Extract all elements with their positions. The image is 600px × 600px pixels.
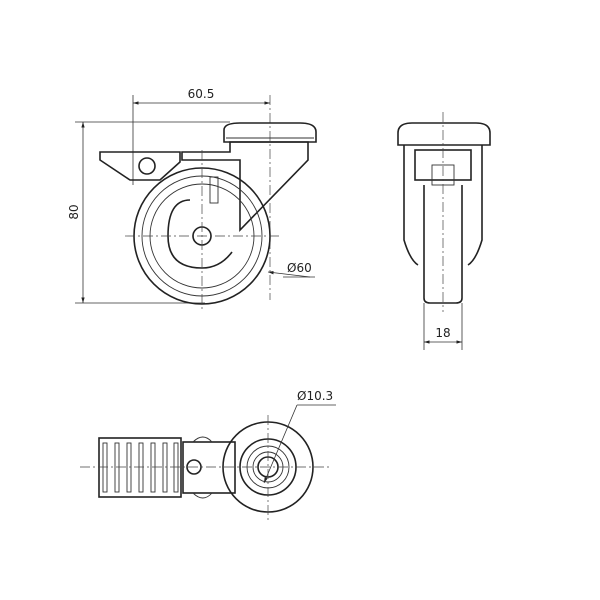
- height-dimension-label: 80: [67, 204, 81, 219]
- connector: [182, 441, 236, 494]
- wheel-diameter-label: Ø60: [287, 261, 312, 275]
- mounting-plate: [397, 122, 491, 146]
- brake-pedal: [99, 151, 181, 181]
- fork: [181, 141, 309, 232]
- front-view: 18: [397, 112, 491, 350]
- width-dimension-label: 60.5: [188, 87, 215, 101]
- wheel: [423, 185, 463, 304]
- side-view: 60.5 80 Ø60: [67, 87, 317, 312]
- mounting-plate: [223, 122, 317, 143]
- wheel-width-label: 18: [435, 326, 450, 340]
- top-view: Ø10.3: [80, 389, 336, 520]
- bolt-hole-label: Ø10.3: [297, 389, 333, 403]
- brake-grip: [98, 437, 182, 498]
- hub: [167, 199, 233, 269]
